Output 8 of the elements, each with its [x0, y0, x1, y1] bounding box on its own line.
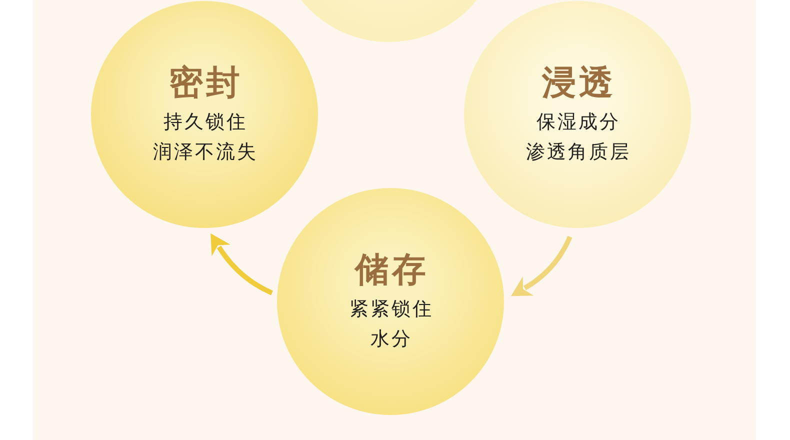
step-description: 紧紧锁住水分 [348, 297, 434, 352]
step-title: 密封 [168, 62, 243, 104]
step-title: 浸透 [540, 62, 616, 104]
step-description: 保湿成分渗透角质层 [525, 110, 631, 165]
curved-arrow [210, 234, 274, 296]
step-description: 持久锁住润泽不流失 [152, 110, 258, 165]
step-title: 储存 [353, 249, 429, 291]
curved-arrow [511, 236, 572, 296]
